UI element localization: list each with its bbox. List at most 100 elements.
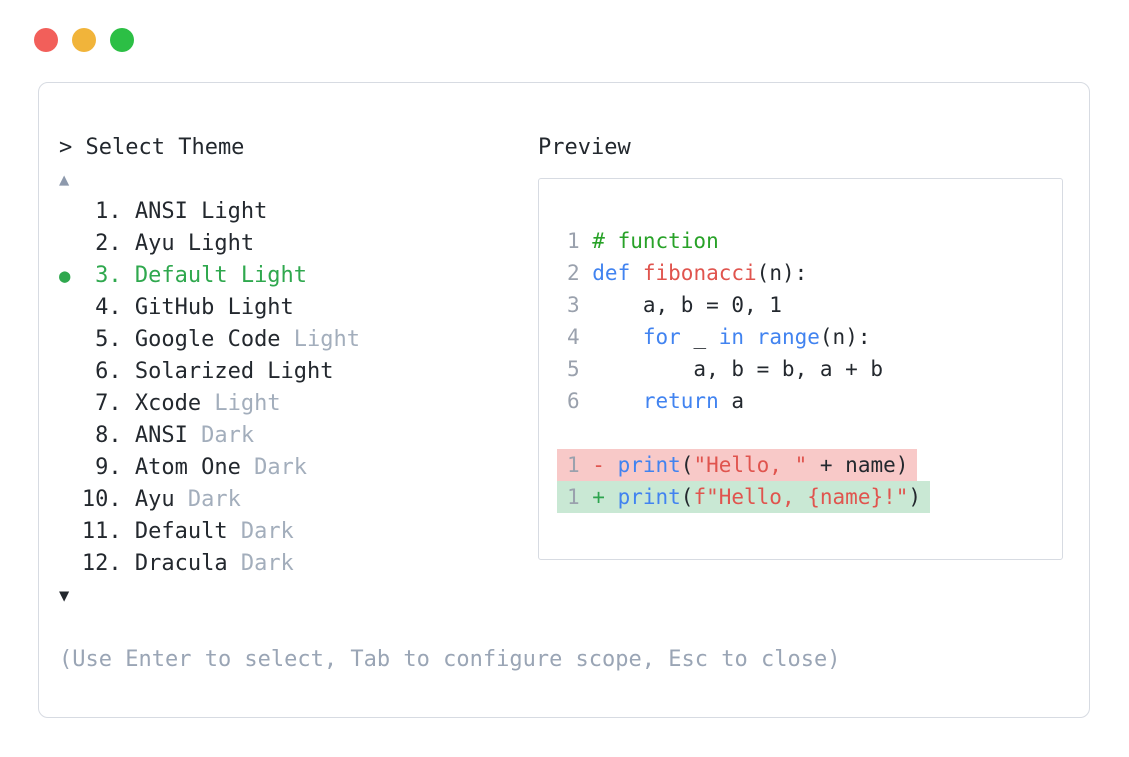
code-line: 6 return a [539,385,1062,417]
theme-name: ANSI Light [134,199,268,224]
line-number: 2 [567,261,580,285]
code-token-keyword: print [617,453,681,477]
code-token-plain [630,261,643,285]
code-token-plain: + name) [807,453,909,477]
scroll-down-icon[interactable]: ▼ [59,586,70,606]
diff-line-removed: 1 - print("Hello, " + name) [557,449,1062,481]
code-line: 4 for _ in range(n): [539,321,1062,353]
theme-name: Atom One [134,455,241,480]
theme-name-variant: Light [280,327,361,352]
theme-list-item[interactable]: 12. Dracula Dark [59,548,840,580]
code-token-func: fibonacci [642,261,757,285]
theme-list-item[interactable]: ●3. Default Light [59,260,840,292]
theme-number-dot: . [108,551,135,576]
theme-name: Ayu Light [134,231,255,256]
theme-name: Solarized Light [134,359,334,384]
theme-number: 1 [95,199,109,224]
theme-list-item[interactable]: 6. Solarized Light [59,356,840,388]
theme-name-variant: Dark [227,519,294,544]
theme-list-item[interactable]: 11. Default Dark [59,516,840,548]
code-token-keyword: print [617,485,681,509]
code-line: 2 def fibonacci(n): [539,257,1062,289]
theme-number: 10 [81,487,109,512]
theme-number: 2 [95,231,109,256]
code-token-plain [744,325,757,349]
code-line: 5 a, b = b, a + b [539,353,1062,385]
bullet-gutter [59,196,82,228]
bullet-gutter [59,516,82,548]
line-number: 1 [567,485,580,509]
theme-name-variant: Dark [187,423,255,448]
theme-number-dot: . [108,295,135,320]
code-token-string: "Hello, " [693,453,808,477]
theme-number: 11 [81,519,109,544]
theme-number-dot: . [108,391,135,416]
blank-line [539,417,1062,449]
bullet-gutter [59,292,82,324]
select-theme-prompt: > Select Theme [59,135,245,160]
diff-line-added: 1 + print(f"Hello, {name}!") [557,481,1062,513]
bullet-gutter [59,452,82,484]
code-token-plain: a [718,389,745,413]
line-number: 1 [567,453,580,477]
theme-name-variant: Light [201,391,281,416]
code-token-keyword: for [642,325,681,349]
theme-list-item[interactable]: 1. ANSI Light [59,196,840,228]
diff-lines: 1 - print("Hello, " + name)1 + print(f"H… [539,449,1062,513]
code-token-keyword: def [592,261,631,285]
line-number: 4 [567,325,580,349]
code-token-plain: ( [680,485,694,509]
scroll-up-icon[interactable]: ▲ [59,170,70,190]
theme-list-item[interactable]: 9. Atom One Dark [59,452,840,484]
code-token-plain [592,325,643,349]
theme-number-dot: . [108,423,135,448]
theme-name: Dracula [134,551,228,576]
theme-number: 6 [95,359,109,384]
theme-list-item[interactable]: 4. GitHub Light [59,292,840,324]
theme-number: 3 [95,263,109,288]
code-token-keyword: range [756,325,820,349]
code-token-plain: (n): [756,261,808,285]
theme-number: 5 [95,327,109,352]
code-token-keyword: in [718,325,745,349]
bullet-gutter [59,388,82,420]
close-button[interactable] [34,28,58,52]
theme-list-item[interactable]: 8. ANSI Dark [59,420,840,452]
code-token-plain [592,389,643,413]
theme-number-dot: . [108,359,135,384]
code-token-plain: (n): [819,325,871,349]
code-token-plain: ( [680,453,694,477]
bullet-gutter [59,484,82,516]
code-token-keyword: return [642,389,719,413]
minimize-button[interactable] [72,28,96,52]
theme-list-item[interactable]: 5. Google Code Light [59,324,840,356]
theme-name-variant: Dark [174,487,241,512]
maximize-button[interactable] [110,28,134,52]
code-token-add: + [579,485,618,509]
theme-number-dot: . [108,199,135,224]
theme-list-item[interactable]: 2. Ayu Light [59,228,840,260]
bullet-gutter [59,324,82,356]
theme-list-item[interactable]: 10. Ayu Dark [59,484,840,516]
code-token-del: - [579,453,618,477]
theme-list-item[interactable]: 7. Xcode Light [59,388,840,420]
theme-number: 4 [95,295,109,320]
theme-name: Xcode [134,391,202,416]
keyboard-hint: (Use Enter to select, Tab to configure s… [59,647,841,672]
code-line: 1# function [539,225,1062,257]
theme-number-dot: . [108,487,135,512]
selected-bullet-icon: ● [59,265,71,287]
theme-name-variant: Dark [227,551,294,576]
diff-highlight: 1 + print(f"Hello, {name}!") [557,481,931,513]
code-line: 3 a, b = 0, 1 [539,289,1062,321]
bullet-gutter [59,420,82,452]
theme-name: Ayu [134,487,175,512]
bullet-gutter [59,228,82,260]
theme-number-dot: . [108,455,135,480]
bullet-gutter [59,356,82,388]
